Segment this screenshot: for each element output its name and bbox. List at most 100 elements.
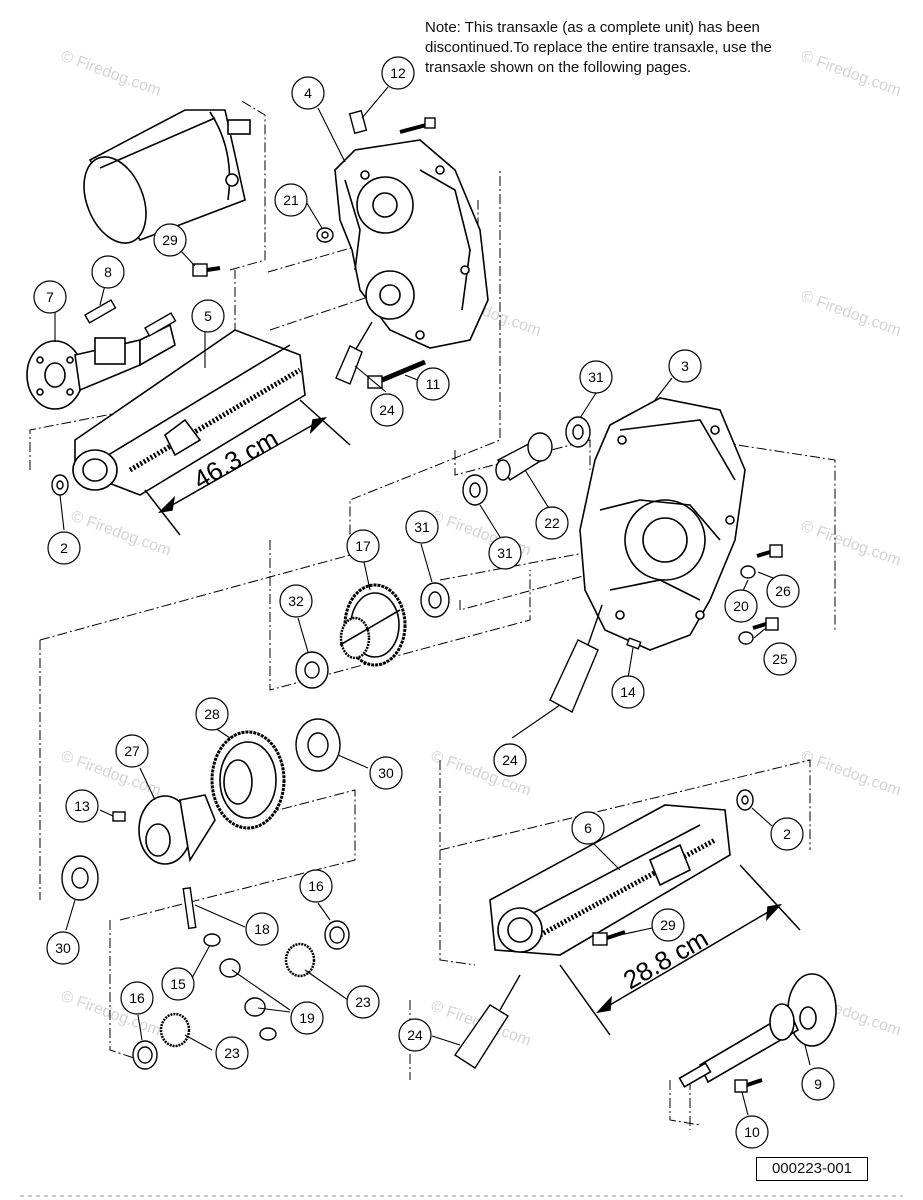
- callout-7: 7: [33, 280, 67, 314]
- axle-part-7: [26, 323, 176, 410]
- sealant-tube-part-24-upper: [335, 321, 373, 385]
- pin-part-14: [626, 637, 642, 650]
- callout-13: 13: [65, 789, 99, 823]
- bearing-part-30-lower: [61, 855, 99, 901]
- screw-part-13: [112, 811, 126, 822]
- svg-text:13: 13: [74, 798, 90, 814]
- gear-part-17: [339, 583, 407, 667]
- watermark-1: © Firedog.com: [59, 48, 164, 100]
- watermark-10: © Firedog.com: [799, 748, 904, 800]
- bolt-part-29-upper: [192, 263, 221, 277]
- svg-text:20: 20: [733, 598, 749, 614]
- note-line-1: Note: This transaxle (as a complete unit…: [425, 19, 760, 36]
- svg-text:18: 18: [254, 921, 270, 937]
- ring-gear-part-28: [210, 730, 286, 830]
- callout-22: 22: [535, 506, 569, 540]
- svg-text:27: 27: [124, 743, 140, 759]
- callout-21: 21: [274, 183, 308, 217]
- washer-part-21: [316, 227, 334, 243]
- svg-text:24: 24: [407, 1027, 423, 1043]
- bolt-part-12: [348, 109, 436, 135]
- differential-case-part-27: [138, 794, 216, 865]
- svg-text:6: 6: [584, 820, 592, 836]
- callout-31c: 31: [405, 510, 439, 544]
- middle-housing-part-3: [579, 397, 746, 651]
- note-line-2: discontinued.To replace the entire trans…: [425, 39, 772, 56]
- callout-8: 8: [91, 255, 125, 289]
- svg-text:30: 30: [55, 940, 71, 956]
- svg-text:25: 25: [772, 651, 788, 667]
- callout-2a: 2: [47, 531, 81, 565]
- washer-part-2-lower: [736, 789, 754, 811]
- callout-29: 29: [153, 223, 187, 257]
- svg-text:21: 21: [283, 192, 299, 208]
- axle-tube-part-6: [489, 804, 731, 956]
- callout-17: 17: [346, 529, 380, 563]
- svg-text:2: 2: [60, 540, 68, 556]
- svg-text:12: 12: [390, 65, 406, 81]
- svg-text:3: 3: [681, 358, 689, 374]
- svg-text:15: 15: [170, 976, 186, 992]
- callout-14: 14: [611, 675, 645, 709]
- svg-text:30: 30: [378, 765, 394, 781]
- key-part-8: [84, 299, 177, 337]
- callout-24d: 24: [493, 743, 527, 777]
- callout-16a: 16: [299, 869, 333, 903]
- gear-shaft-part-22: [495, 432, 553, 481]
- callout-24a: 24: [370, 393, 404, 427]
- watermark-7: © Firedog.com: [799, 518, 904, 570]
- svg-text:32: 32: [288, 593, 304, 609]
- svg-text:31: 31: [497, 545, 513, 561]
- callout-31a: 31: [579, 360, 613, 394]
- callout-3: 3: [668, 349, 702, 383]
- svg-text:23: 23: [355, 994, 371, 1010]
- svg-text:16: 16: [129, 990, 145, 1006]
- svg-text:9: 9: [814, 1076, 822, 1092]
- callout-23a: 23: [346, 985, 380, 1019]
- bolt-part-10: [734, 1078, 763, 1093]
- bolt-part-26: [756, 544, 783, 558]
- svg-text:16: 16: [308, 878, 324, 894]
- callout-layer: 12 4 21 29 8 7 5 11 24 2 3 31 22 31 31 1…: [33, 56, 835, 1149]
- callout-5: 5: [191, 299, 225, 333]
- dimension-46-3: [144, 399, 351, 536]
- bearing-part-30-upper: [295, 718, 341, 772]
- svg-text:11: 11: [426, 376, 441, 392]
- bearing-part-31-upper: [565, 416, 591, 448]
- thrust-washer-part-16: [132, 920, 350, 1070]
- svg-text:24: 24: [502, 752, 518, 768]
- callout-19: 19: [290, 1001, 324, 1035]
- callout-12: 12: [381, 56, 415, 90]
- starter-motor: [83, 109, 251, 244]
- diagram-id-label: 000223-001: [756, 1157, 868, 1181]
- callout-24c: 24: [398, 1018, 432, 1052]
- note-line-3: transaxle shown on the following pages.: [425, 59, 692, 76]
- svg-text:14: 14: [620, 684, 636, 700]
- callout-10: 10: [735, 1115, 769, 1149]
- callout-30b: 30: [46, 931, 80, 965]
- svg-text:2: 2: [783, 826, 791, 842]
- upper-housing-part-4: [334, 139, 489, 349]
- sealant-tube-part-24-lower: [454, 974, 521, 1069]
- svg-text:31: 31: [414, 519, 430, 535]
- svg-text:4: 4: [304, 85, 312, 101]
- bearing-part-31-left: [462, 474, 488, 506]
- callout-15: 15: [161, 967, 195, 1001]
- callout-31b: 31: [488, 536, 522, 570]
- svg-text:28: 28: [204, 706, 220, 722]
- washer-part-20: [738, 565, 756, 645]
- watermark-4: © Firedog.com: [799, 288, 904, 340]
- callout-32: 32: [279, 584, 313, 618]
- callout-9: 9: [801, 1067, 835, 1101]
- bolt-part-25: [752, 617, 779, 631]
- callout-26: 26: [766, 574, 800, 608]
- bolt-part-29-lower: [592, 930, 626, 946]
- callout-11: 11: [416, 367, 450, 401]
- svg-text:31: 31: [588, 369, 604, 385]
- svg-text:7: 7: [46, 289, 54, 305]
- callout-16b: 16: [120, 981, 154, 1015]
- callout-20: 20: [724, 589, 758, 623]
- pin-part-18: [182, 886, 197, 930]
- callout-6: 6: [571, 811, 605, 845]
